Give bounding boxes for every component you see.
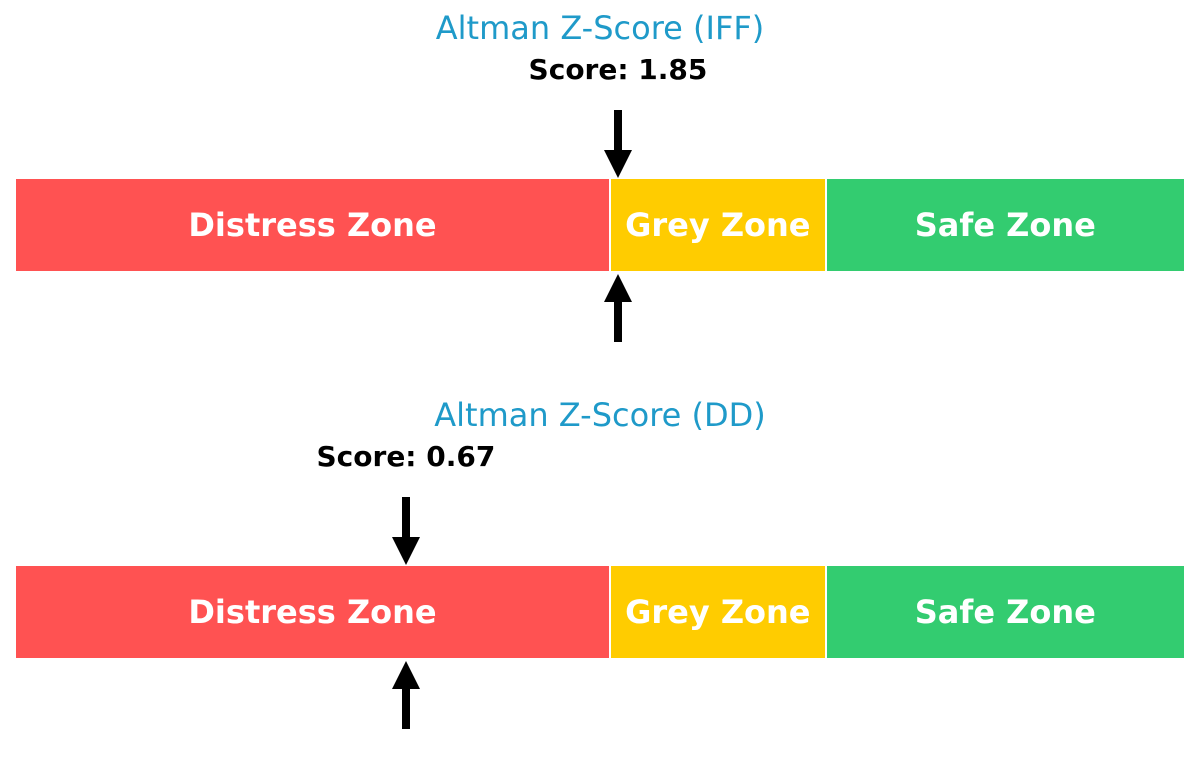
score-label: Score: 0.67 — [316, 440, 496, 473]
zone-safe: Safe Zone — [824, 179, 1184, 271]
chart-title: Altman Z-Score (IFF) — [435, 9, 765, 47]
score-arrow-up-icon — [603, 274, 633, 342]
zone-safe: Safe Zone — [824, 566, 1184, 658]
zone-label: Grey Zone — [625, 593, 811, 631]
zone-distress: Distress Zone — [16, 566, 609, 658]
zone-label: Grey Zone — [625, 206, 811, 244]
zone-label: Safe Zone — [914, 593, 1096, 631]
score-arrow-up-icon — [391, 661, 421, 729]
zone-label: Safe Zone — [914, 206, 1096, 244]
zone-distress: Distress Zone — [16, 179, 609, 271]
chart-title: Altman Z-Score (DD) — [434, 396, 766, 434]
zone-grey: Grey Zone — [608, 179, 825, 271]
zone-bar: Distress Zone Grey Zone Safe Zone — [16, 566, 1184, 658]
score-arrow-down-icon — [603, 110, 633, 178]
zscore-panel-iff: Altman Z-Score (IFF) Score: 1.85 Distres… — [16, 9, 1184, 342]
zone-label: Distress Zone — [188, 593, 437, 631]
zone-bar: Distress Zone Grey Zone Safe Zone — [16, 179, 1184, 271]
score-label: Score: 1.85 — [528, 53, 708, 86]
zscore-panel-dd: Altman Z-Score (DD) Score: 0.67 Distress… — [0, 387, 1200, 774]
zone-label: Distress Zone — [188, 206, 437, 244]
zone-grey: Grey Zone — [608, 566, 825, 658]
score-arrow-down-icon — [391, 497, 421, 565]
